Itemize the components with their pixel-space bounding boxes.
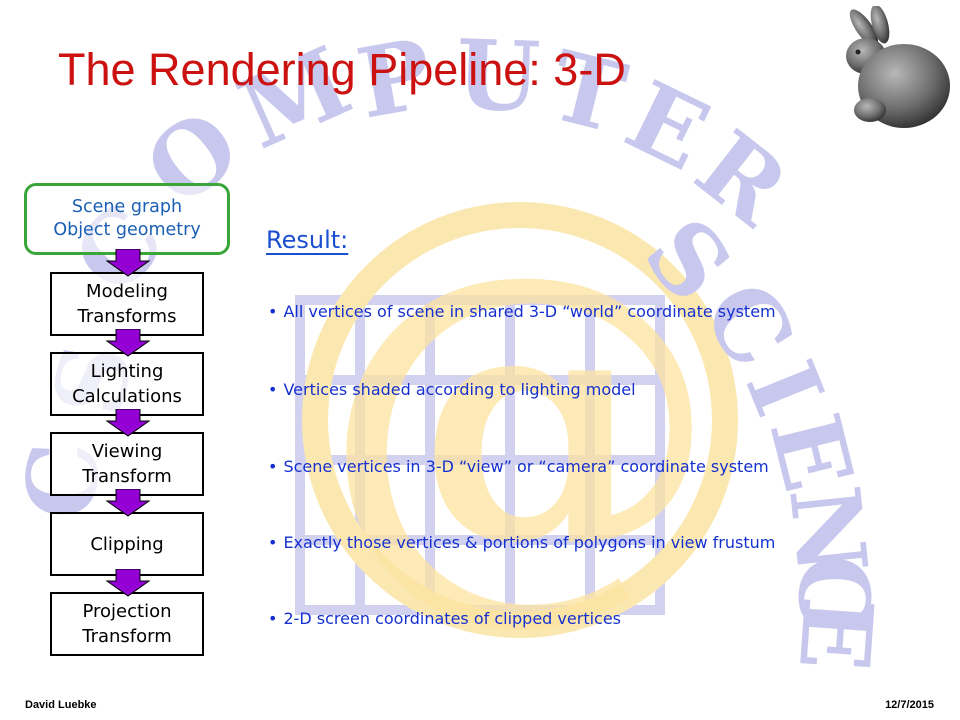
footer-author: David Luebke (25, 699, 97, 711)
flow-arrow-icon (105, 489, 151, 517)
result-item-text: Exactly those vertices & portions of pol… (283, 533, 776, 552)
bullet-icon: • (268, 302, 278, 321)
bullet-icon: • (268, 457, 278, 476)
watermark-at-ring (302, 202, 738, 638)
object-geometry-label: Object geometry (53, 220, 201, 240)
stage-label-line1: Clipping (90, 533, 164, 555)
svg-text:N: N (767, 481, 889, 580)
result-item-text: 2-D screen coordinates of clipped vertic… (283, 609, 622, 628)
result-item: • 2-D screen coordinates of clipped verti… (268, 609, 621, 628)
flow-arrow-icon (105, 249, 151, 277)
stage-label-line2: Transforms (77, 306, 177, 327)
svg-text:E: E (777, 593, 895, 674)
result-item: • Exactly those vertices & portions of po… (268, 533, 775, 552)
watermark-at-symbol: @ (320, 185, 720, 655)
stage-label-line1: Lighting (90, 361, 164, 382)
bullet-icon: • (268, 609, 278, 628)
projection-transform-box: Projection Transform (50, 592, 204, 656)
footer-date: 12/7/2015 (885, 699, 934, 711)
scene-graph-label: Scene graph (71, 197, 183, 217)
stanford-bunny-icon (846, 6, 950, 128)
svg-text:C: C (777, 555, 890, 631)
flow-arrow-icon (105, 329, 151, 357)
result-item: • Scene vertices in 3-D “view” or “camera… (268, 457, 769, 476)
stage-label-line2: Calculations (72, 386, 182, 407)
modeling-transforms-box: Modeling Transforms (50, 272, 204, 336)
flow-arrow-icon (105, 409, 151, 437)
scene-graph-box: Scene graph Object geometry (24, 183, 230, 255)
result-item: • All vertices of scene in shared 3-D “wo… (268, 302, 776, 321)
stage-label-line1: Viewing (91, 441, 163, 462)
lighting-calculations-box: Lighting Calculations (50, 352, 204, 416)
flow-arrow-icon (105, 569, 151, 597)
stage-label-line2: Transform (82, 626, 172, 647)
result-item-text: All vertices of scene in shared 3-D “wor… (283, 302, 776, 321)
viewing-transform-box: Viewing Transform (50, 432, 204, 496)
stage-label-line1: Projection (82, 601, 172, 622)
svg-text:U: U (454, 18, 542, 134)
stage-label-line1: Modeling (86, 281, 168, 302)
bullet-icon: • (268, 380, 278, 399)
result-item-text: Vertices shaded according to lighting mo… (283, 380, 636, 399)
result-item: • Vertices shaded according to lighting m… (268, 380, 636, 399)
stage-label-line2: Transform (82, 466, 172, 487)
clipping-box: Clipping (50, 512, 204, 576)
result-item-text: Scene vertices in 3-D “view” or “camera”… (283, 457, 769, 476)
slide-title: The Rendering Pipeline: 3-D (58, 44, 626, 95)
result-heading: Result: (266, 226, 349, 254)
bullet-icon: • (268, 533, 278, 552)
